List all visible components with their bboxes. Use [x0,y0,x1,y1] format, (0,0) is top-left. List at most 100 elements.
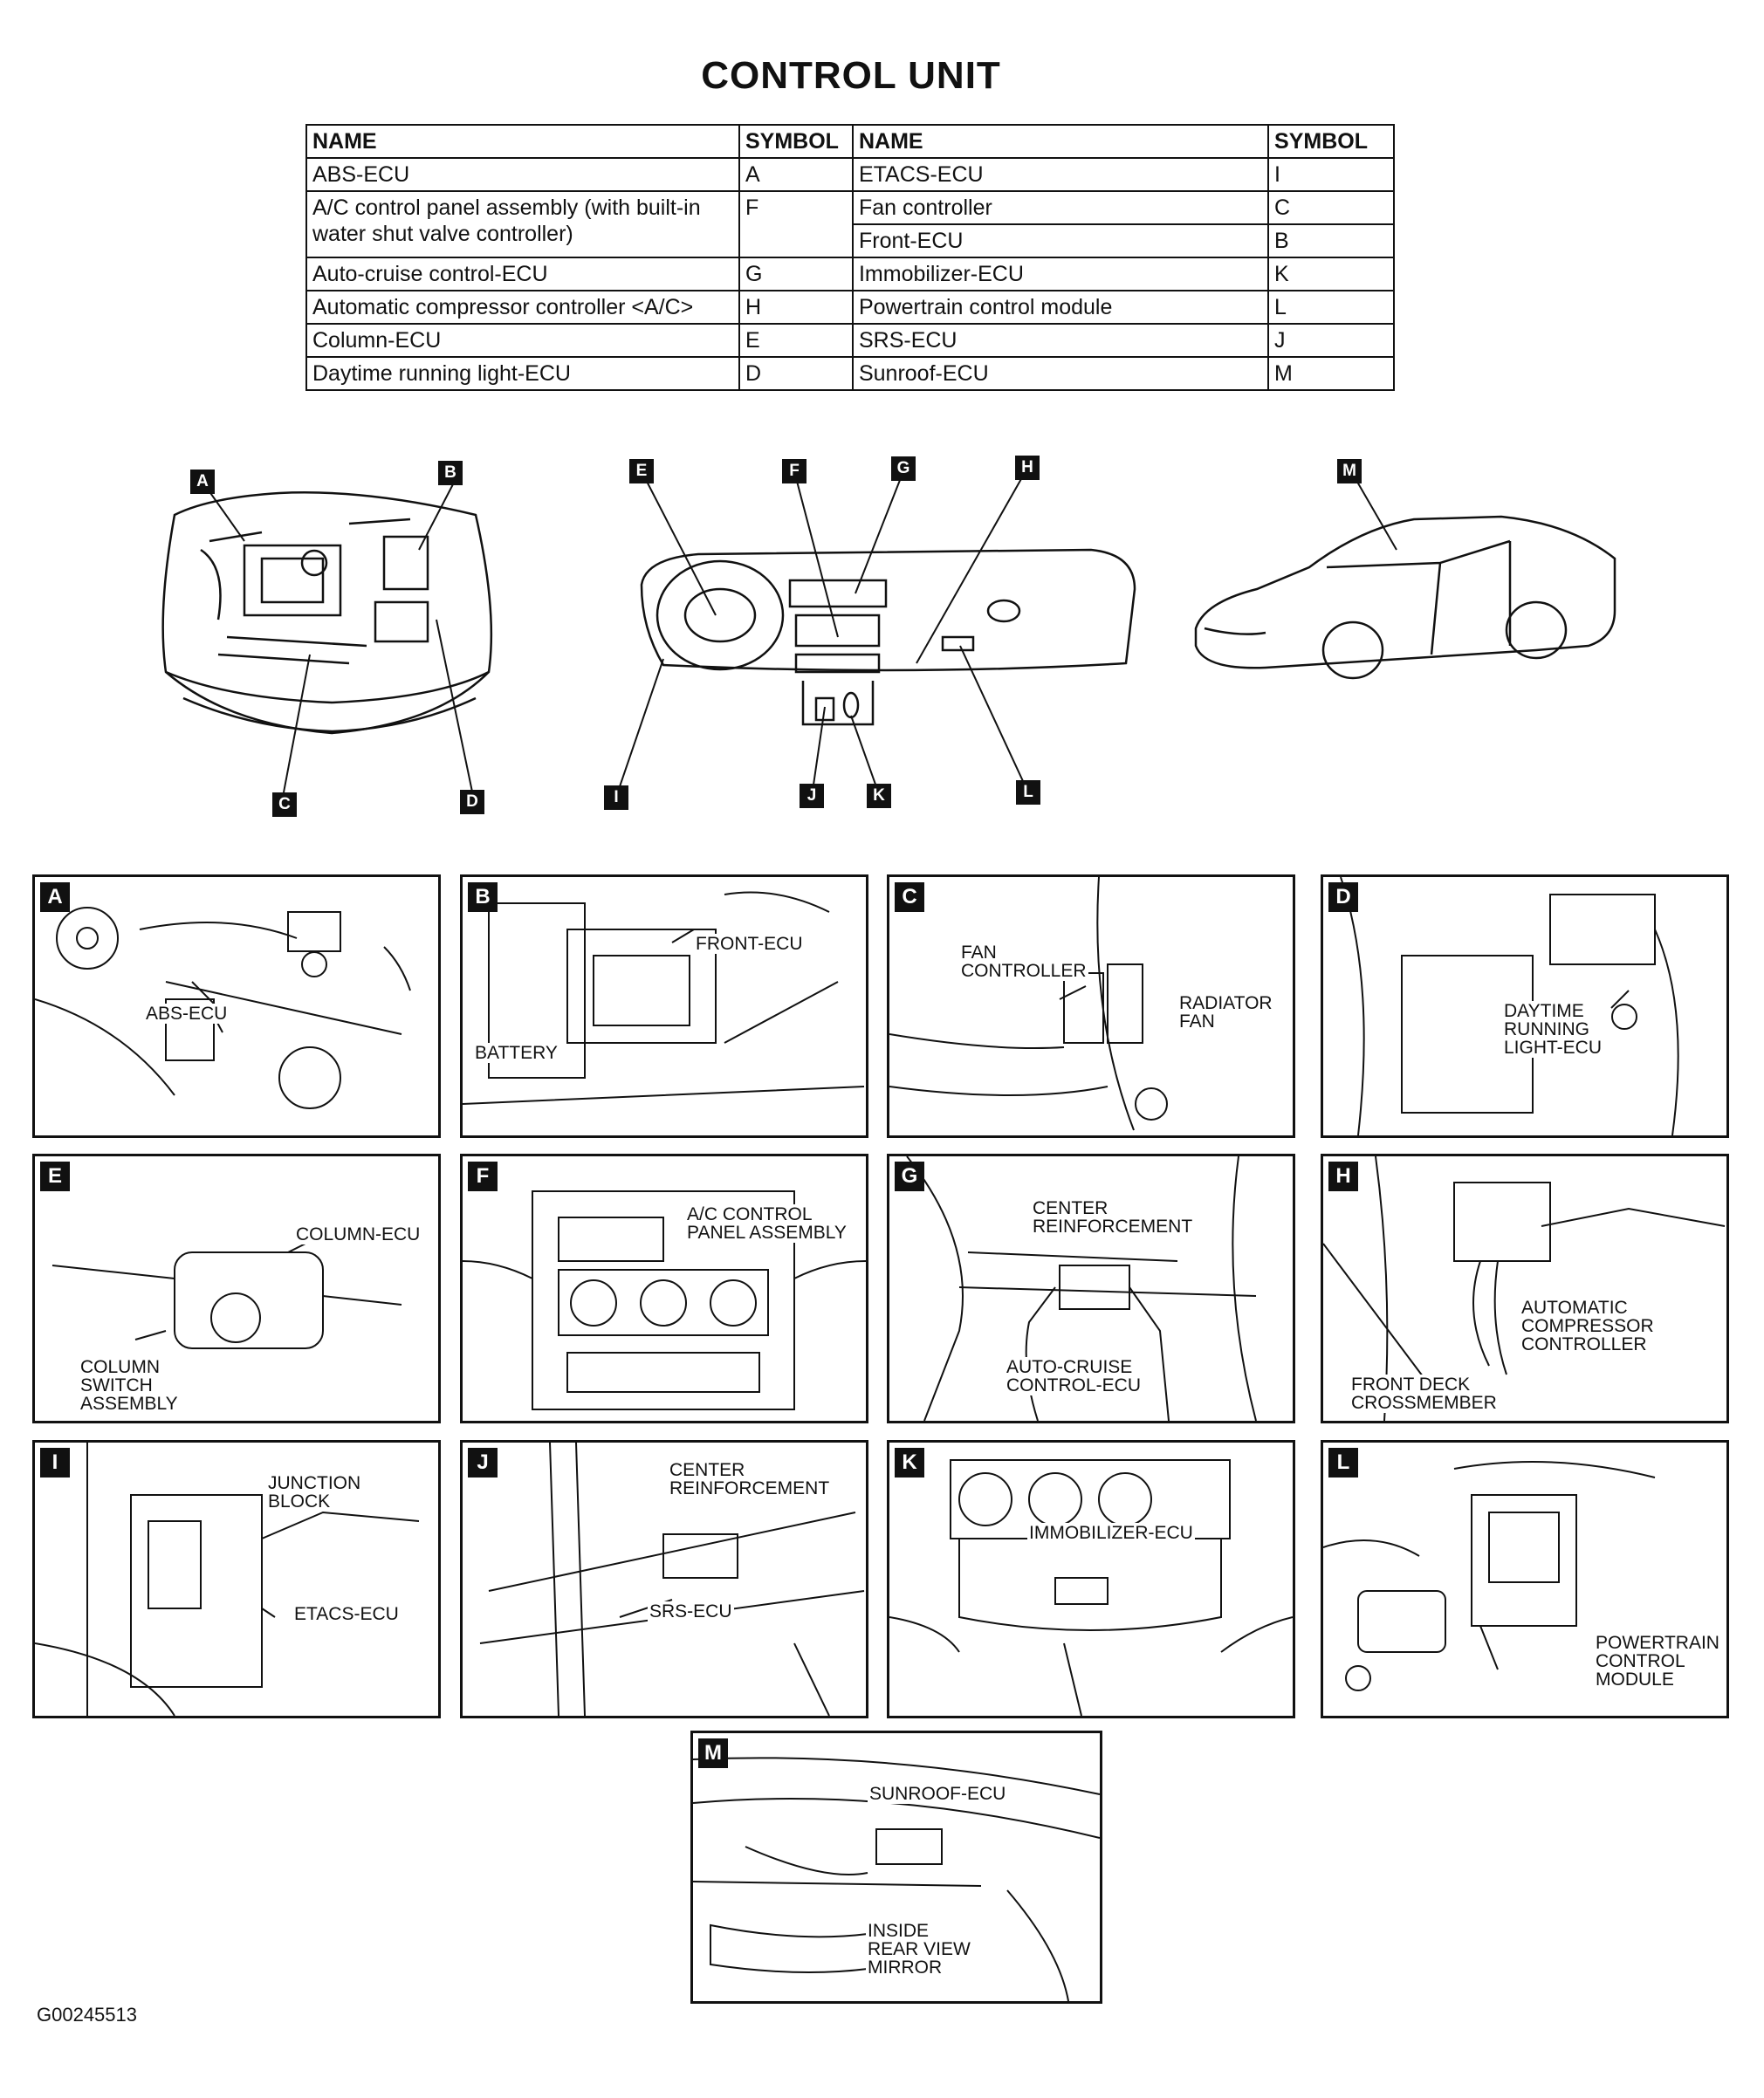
overview-label-i: I [604,785,628,810]
header-symbol: SYMBOL [1267,124,1395,159]
unit-name: Automatic compressor controller <A/C> [305,290,740,325]
engine-bay-illustration [161,491,493,735]
callout-front-deck-crossmember: FRONT DECK CROSSMEMBER [1349,1375,1499,1413]
panel-l: L POWERTRAIN CONTROL MODULE [1321,1440,1729,1718]
unit-symbol: E [738,323,854,358]
unit-symbol: B [1267,223,1395,258]
header-symbol: SYMBOL [738,124,854,159]
panel-label-d: D [1328,882,1358,912]
overview-label-a: A [190,470,215,494]
page-title: CONTROL UNIT [701,54,1001,97]
panel-label-k: K [895,1448,924,1478]
overview-label-j: J [800,784,824,808]
panel-m: M SUNROOF-ECU INSIDE REAR VIEW MIRROR [690,1731,1102,2004]
overview-label-k: K [867,784,891,808]
panel-label-l: L [1328,1448,1358,1478]
panel-d: D DAYTIME RUNNING LIGHT-ECU [1321,874,1729,1138]
overview-label-l: L [1016,780,1040,805]
unit-name: A/C control panel assembly (with built-i… [305,190,740,258]
callout-auto-cruise-control-ecu: AUTO-CRUISE CONTROL-ECU [1005,1357,1143,1395]
panel-label-g: G [895,1162,924,1191]
panel-c: C FAN CONTROLLER RADIATOR FAN [887,874,1295,1138]
panel-i: I JUNCTION BLOCK ETACS-ECU [32,1440,441,1718]
unit-name: Sunroof-ECU [851,356,1270,391]
unit-symbol: D [738,356,854,391]
unit-symbol: F [738,190,854,258]
panel-j: J CENTER REINFORCEMENT SRS-ECU [460,1440,868,1718]
panel-h: H AUTOMATIC COMPRESSOR CONTROLLER FRONT … [1321,1154,1729,1423]
overview-label-d: D [460,790,484,814]
panel-label-h: H [1328,1162,1358,1191]
panel-label-c: C [895,882,924,912]
panel-g: G CENTER REINFORCEMENT AUTO-CRUISE CONTR… [887,1154,1295,1423]
callout-center-reinforcement-g: CENTER REINFORCEMENT [1031,1198,1195,1237]
callout-ac-control-panel-assembly: A/C CONTROL PANEL ASSEMBLY [685,1204,848,1243]
car-illustration [1194,515,1616,680]
unit-name: Immobilizer-ECU [851,257,1270,291]
unit-name: Powertrain control module [851,290,1270,325]
callout-column-ecu: COLUMN-ECU [294,1224,422,1244]
table-row: Column-ECU E SRS-ECU J [305,323,1395,358]
overview-label-e: E [629,459,654,483]
panel-label-i: I [40,1448,70,1478]
panel-k: K IMMOBILIZER-ECU [887,1440,1295,1718]
unit-symbol: J [1267,323,1395,358]
callout-etacs-ecu: ETACS-ECU [292,1604,401,1624]
unit-name: ETACS-ECU [851,157,1270,192]
location-overview: A B C D E F G H I J K L M [0,436,1764,855]
callout-inside-rear-view-mirror: INSIDE REAR VIEW MIRROR [866,1921,972,1978]
table-header-row: NAME SYMBOL NAME SYMBOL [305,124,1395,159]
table-row: Front-ECU B [306,223,1395,258]
unit-name: Daytime running light-ECU [305,356,740,391]
header-name: NAME [305,124,740,159]
callout-daytime-running-light-ecu: DAYTIME RUNNING LIGHT-ECU [1502,1001,1604,1058]
figure-id: G00245513 [37,2004,137,2026]
overview-label-c: C [272,792,297,817]
header-name: NAME [851,124,1270,159]
unit-name: Auto-cruise control-ECU [305,257,740,291]
unit-symbol: L [1267,290,1395,325]
callout-fan-controller: FAN CONTROLLER [959,943,1088,981]
panel-label-e: E [40,1162,70,1191]
panel-f: F A/C CONTROL PANEL ASSEMBLY [460,1154,868,1423]
callout-front-ecu: FRONT-ECU [694,934,805,954]
unit-symbol: A [738,157,854,192]
overview-label-b: B [438,461,463,485]
table-row: Daytime running light-ECU D Sunroof-ECU … [305,356,1395,391]
panel-b: B FRONT-ECU BATTERY [460,874,868,1138]
table-row: A/C control panel assembly (with built-i… [305,190,1395,258]
unit-symbol: G [738,257,854,291]
unit-name: ABS-ECU [305,157,740,192]
panel-label-j: J [468,1448,498,1478]
table-row: Automatic compressor controller <A/C> H … [305,290,1395,325]
callout-automatic-compressor-controller: AUTOMATIC COMPRESSOR CONTROLLER [1520,1298,1656,1354]
callout-srs-ecu: SRS-ECU [648,1601,734,1621]
callout-center-reinforcement-j: CENTER REINFORCEMENT [668,1460,832,1498]
unit-symbol: M [1267,356,1395,391]
unit-name: SRS-ECU [851,323,1270,358]
callout-column-switch-assembly: COLUMN SWITCH ASSEMBLY [79,1357,180,1414]
control-unit-table: NAME SYMBOL NAME SYMBOL ABS-ECU A ETACS-… [305,124,1395,391]
unit-name: Front-ECU [851,223,1270,258]
unit-name: Fan controller [851,190,1270,225]
overview-drawing [161,470,1616,798]
callout-sunroof-ecu: SUNROOF-ECU [868,1784,1008,1804]
dashboard-illustration [640,548,1136,726]
panel-label-f: F [468,1162,498,1191]
overview-label-f: F [782,459,806,483]
unit-symbol: I [1267,157,1395,192]
table-row: ABS-ECU A ETACS-ECU I [305,157,1395,192]
panel-label-b: B [468,882,498,912]
overview-label-g: G [891,456,916,481]
overview-label-m: M [1337,459,1362,483]
panel-a: A ABS-ECU [32,874,441,1138]
table-row: Auto-cruise control-ECU G Immobilizer-EC… [305,257,1395,291]
panel-label-a: A [40,882,70,912]
callout-immobilizer-ecu: IMMOBILIZER-ECU [1027,1523,1195,1543]
callout-abs-ecu: ABS-ECU [144,1004,230,1024]
panel-e: E COLUMN-ECU COLUMN SWITCH ASSEMBLY [32,1154,441,1423]
unit-name: Column-ECU [305,323,740,358]
callout-radiator-fan: RADIATOR FAN [1177,993,1274,1032]
callout-powertrain-control-module: POWERTRAIN CONTROL MODULE [1594,1633,1721,1690]
callout-battery: BATTERY [473,1043,559,1063]
